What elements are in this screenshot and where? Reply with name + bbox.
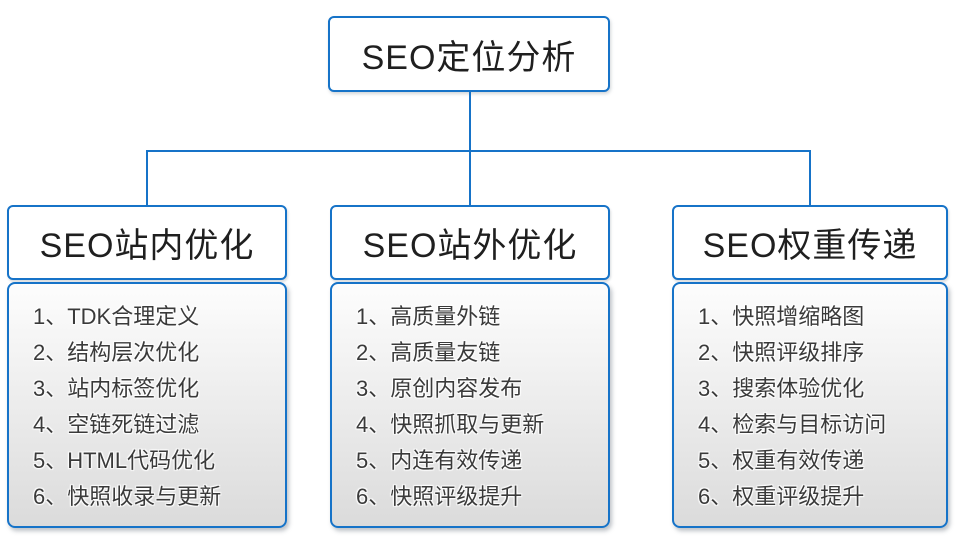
list-item: 3、搜索体验优化 <box>698 376 865 401</box>
connector-drop-center <box>469 150 471 205</box>
connector-root-stem <box>469 92 471 151</box>
list-item: 6、快照收录与更新 <box>33 484 222 509</box>
branch-weight-title: SEO权重传递 <box>702 227 918 265</box>
list-item: 2、结构层次优化 <box>33 340 200 365</box>
list-item: 5、HTML代码优化 <box>33 448 216 473</box>
list-item: 4、快照抓取与更新 <box>356 412 545 437</box>
branch-onsite-header: SEO站内优化 <box>7 205 287 280</box>
list-item: 6、快照评级提升 <box>356 484 523 509</box>
list-item: 1、快照增缩略图 <box>698 304 865 329</box>
branch-onsite: SEO站内优化 1、TDK合理定义 2、结构层次优化 3、站内标签优化 4、空链死链过… <box>7 205 287 528</box>
connector-drop-right <box>809 150 811 205</box>
root-node-label: SEO定位分析 <box>361 38 577 77</box>
list-item: 3、原创内容发布 <box>356 376 523 401</box>
list-item: 2、快照评级排序 <box>698 340 865 365</box>
branch-offsite: SEO站外优化 1、高质量外链 2、高质量友链 3、原创内容发布 4、快照抓取与更新 5… <box>330 205 610 528</box>
list-item: 5、权重有效传递 <box>698 448 865 473</box>
branch-onsite-title: SEO站内优化 <box>39 227 255 265</box>
branch-weight-list: 1、快照增缩略图 2、快照评级排序 3、搜索体验优化 4、检索与目标访问 5、权重有效传… <box>672 282 948 528</box>
list-item: 4、检索与目标访问 <box>698 412 887 437</box>
branch-onsite-list: 1、TDK合理定义 2、结构层次优化 3、站内标签优化 4、空链死链过滤 5、HTML代… <box>7 282 287 528</box>
list-item: 1、高质量外链 <box>356 304 501 329</box>
connector-drop-left <box>146 150 148 205</box>
branch-offsite-list: 1、高质量外链 2、高质量友链 3、原创内容发布 4、快照抓取与更新 5、内连有效传递 6… <box>330 282 610 528</box>
connector-horizontal-bus <box>146 150 811 152</box>
root-node: SEO定位分析 <box>328 16 610 92</box>
list-item: 5、内连有效传递 <box>356 448 523 473</box>
branch-weight: SEO权重传递 1、快照增缩略图 2、快照评级排序 3、搜索体验优化 4、检索与目标访… <box>672 205 948 528</box>
branch-offsite-header: SEO站外优化 <box>330 205 610 280</box>
list-item: 4、空链死链过滤 <box>33 412 200 437</box>
list-item: 3、站内标签优化 <box>33 376 200 401</box>
list-item: 1、TDK合理定义 <box>33 304 200 329</box>
list-item: 6、权重评级提升 <box>698 484 865 509</box>
branch-offsite-title: SEO站外优化 <box>362 227 578 265</box>
branch-weight-header: SEO权重传递 <box>672 205 948 280</box>
list-item: 2、高质量友链 <box>356 340 501 365</box>
